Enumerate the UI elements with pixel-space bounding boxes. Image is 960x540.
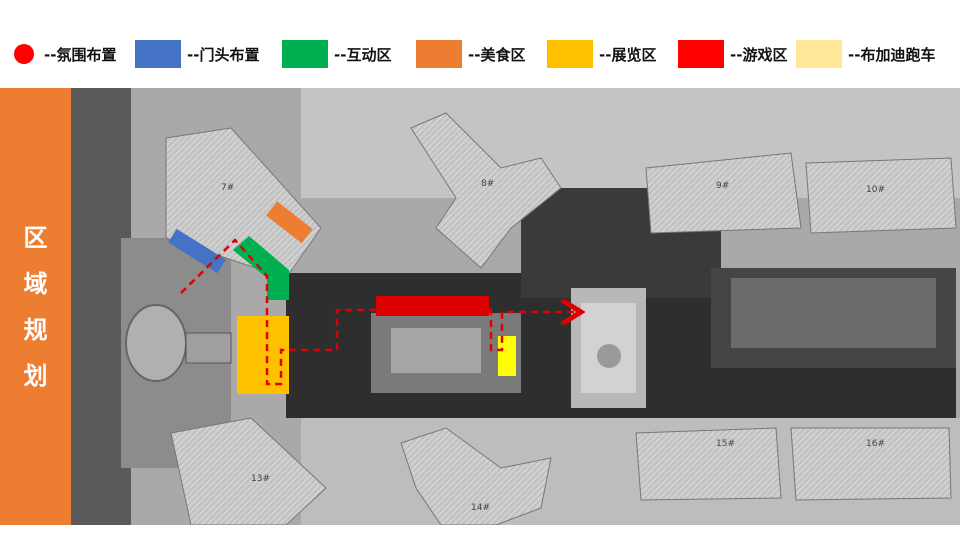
side-title-char-1: 区 [23, 223, 48, 252]
entrance-oval [125, 304, 187, 382]
building-13 [170, 417, 327, 525]
legend-dot-atmosphere [14, 44, 34, 64]
side-title-bar: 区 域 规 划 [0, 88, 71, 525]
east-garden-pool [731, 278, 936, 348]
legend-label-game: --游戏区 [730, 45, 788, 64]
legend-item-exhibition: --展览区 [547, 40, 656, 68]
map-legend: --氛围布置 --门头布置 --互动区 --美食区 --展览区 --游戏区 --… [0, 0, 960, 88]
building-7 [165, 127, 322, 279]
building-9 [645, 152, 802, 234]
building-label-7: 7# [221, 183, 234, 193]
legend-swatch-food [416, 40, 462, 68]
legend-item-interactive: --互动区 [282, 40, 391, 68]
site-plan-map: 7# 8# 9# 10# 13# 14# 15# 16# [71, 88, 960, 525]
zone-food [266, 201, 313, 244]
building-16 [790, 427, 952, 501]
building-14 [400, 427, 552, 525]
building-10 [805, 157, 957, 234]
building-label-13: 13# [251, 474, 270, 484]
legend-label-atmosphere: --氛围布置 [44, 45, 117, 64]
legend-label-entrance: --门头布置 [187, 45, 260, 64]
legend-item-game: --游戏区 [678, 40, 787, 68]
zone-exhibition [237, 316, 289, 394]
legend-item-entrance: --门头布置 [135, 40, 259, 68]
legend-label-bugatti: --布加迪跑车 [848, 45, 936, 64]
side-title-char-3: 规 [23, 315, 48, 344]
legend-item-atmosphere: --氛围布置 [14, 40, 116, 68]
building-label-14: 14# [471, 503, 490, 513]
legend-swatch-interactive [282, 40, 328, 68]
building-label-8: 8# [481, 179, 494, 189]
entrance-gate [185, 332, 232, 364]
legend-item-food: --美食区 [416, 40, 525, 68]
zone-entrance-door [168, 228, 226, 274]
bottom-margin [0, 525, 960, 540]
zone-game [376, 296, 489, 316]
building-label-15: 15# [716, 439, 735, 449]
legend-swatch-entrance [135, 40, 181, 68]
side-title-char-2: 域 [23, 269, 48, 298]
inner-courtyard-pool [391, 328, 481, 373]
building-label-10: 10# [866, 185, 885, 195]
legend-swatch-bugatti [796, 40, 842, 68]
building-label-16: 16# [866, 439, 885, 449]
zone-bugatti-yellow [498, 336, 516, 376]
building-label-9: 9# [716, 181, 729, 191]
building-15 [635, 427, 782, 501]
legend-label-food: --美食区 [468, 45, 526, 64]
legend-label-exhibition: --展览区 [599, 45, 657, 64]
legend-item-bugatti: --布加迪跑车 [796, 40, 935, 68]
legend-swatch-game [678, 40, 724, 68]
atmosphere-route [180, 238, 576, 386]
legend-swatch-exhibition [547, 40, 593, 68]
fountain [597, 344, 621, 368]
side-title-char-4: 划 [23, 361, 48, 390]
legend-label-interactive: --互动区 [334, 45, 392, 64]
building-8 [410, 112, 562, 269]
